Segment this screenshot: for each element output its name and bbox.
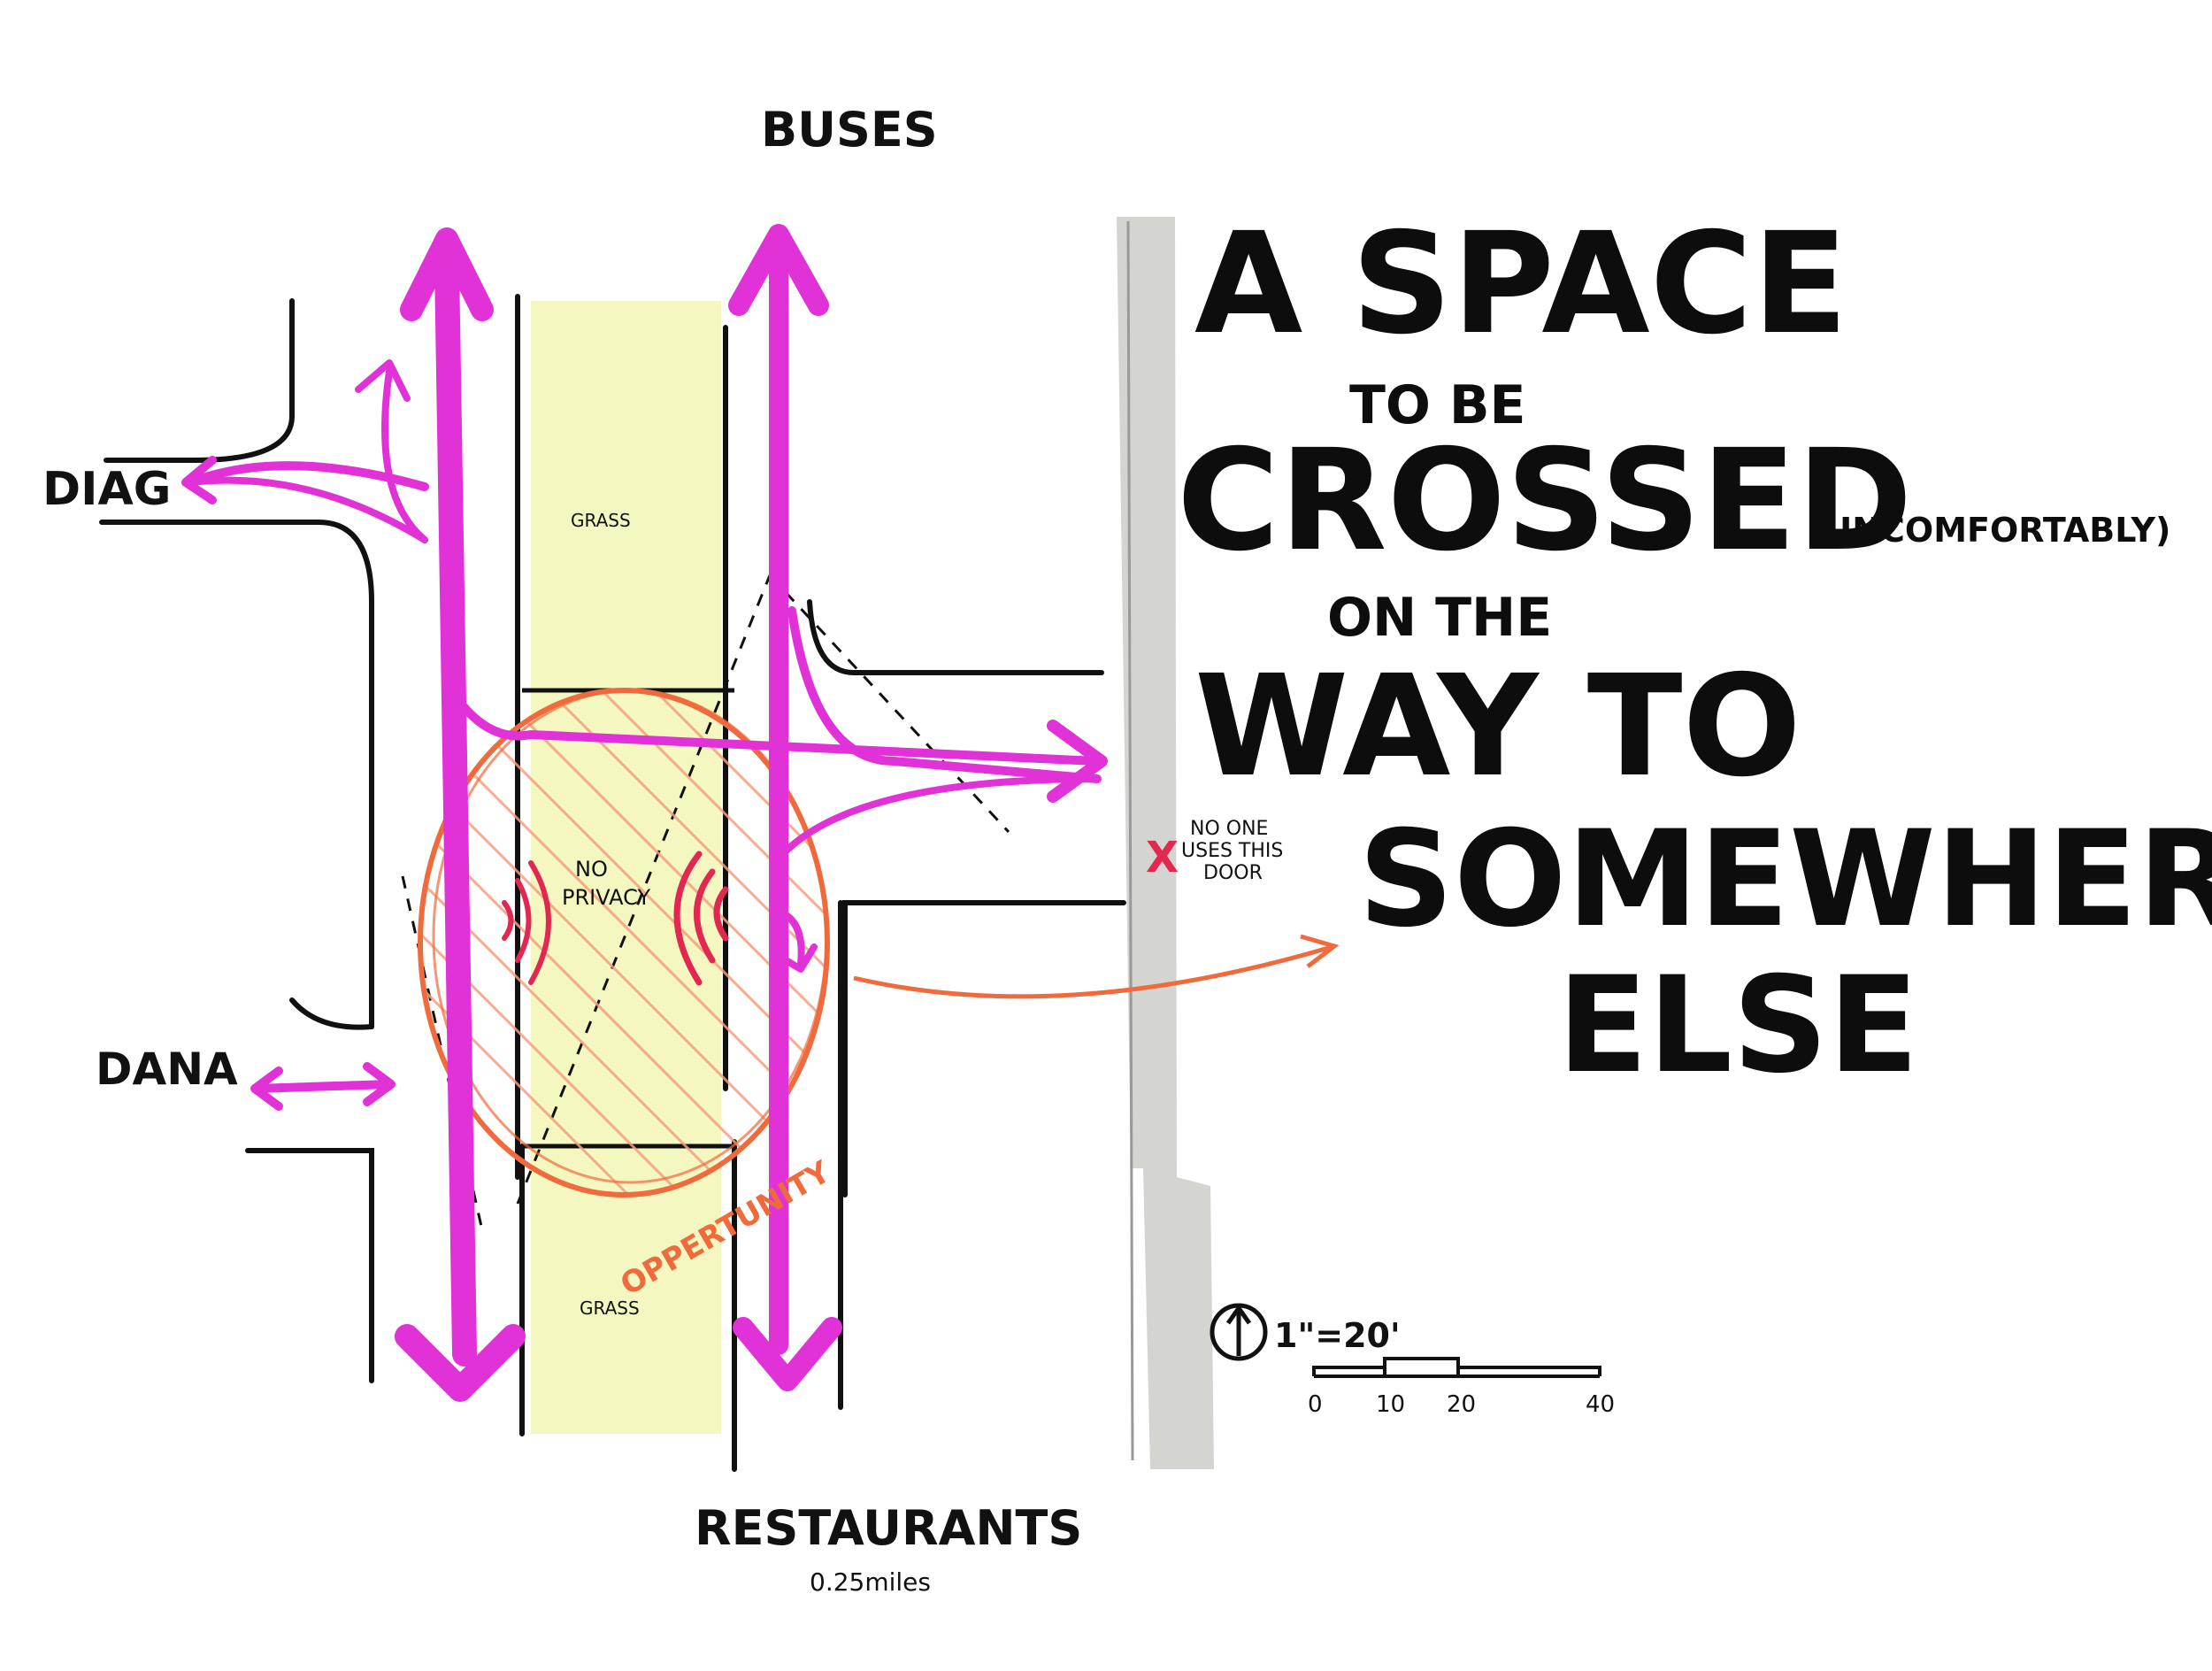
scale-tick-10: 10 [1376,1391,1405,1418]
north-arrow-icon [1210,1303,1268,1361]
dana-label: DANA [96,1043,238,1095]
door-note-line3: DOOR [1203,862,1263,884]
title-line5: WAY TO [1194,645,1801,808]
wall-edge [1126,220,1134,1461]
scale-bar [1312,1357,1601,1378]
title-line4: ON THE [1327,587,1552,649]
restaurants-label: RESTAURANTS [695,1500,1082,1556]
door-x-mark: X [1146,833,1179,882]
grass-label-top: GRASS [571,510,631,531]
title-line3-note: (UNCOMFORTABLY) [1809,511,2170,550]
no-privacy-line1: NO [575,857,608,882]
title-line2: TO BE [1349,374,1526,436]
building-wall [1117,217,1214,1469]
scale-tick-0: 0 [1308,1391,1323,1418]
scale-tick-40: 40 [1586,1391,1615,1418]
title-line3: CROSSED [1177,420,1913,582]
door-note-line1: NO ONE [1190,818,1268,840]
title-line7: ELSE [1557,949,1919,1103]
grass-label-bottom: GRASS [580,1298,640,1319]
buses-label: BUSES [761,102,938,158]
door-note-line2: USES THIS [1181,840,1283,862]
opportunity-arrow [853,944,1333,999]
scale-ratio: 1"=20' [1274,1316,1401,1355]
no-privacy-line2: PRIVACY [562,885,650,910]
pedestrian-flows [181,224,1108,1402]
sound-wave-icon [502,860,551,985]
diag-label: DIAG [42,463,171,516]
restaurants-distance: 0.25miles [810,1567,931,1597]
scale-tick-20: 20 [1447,1391,1476,1418]
title-line1: A SPACE [1194,203,1848,366]
sound-wave-icon [673,851,729,986]
